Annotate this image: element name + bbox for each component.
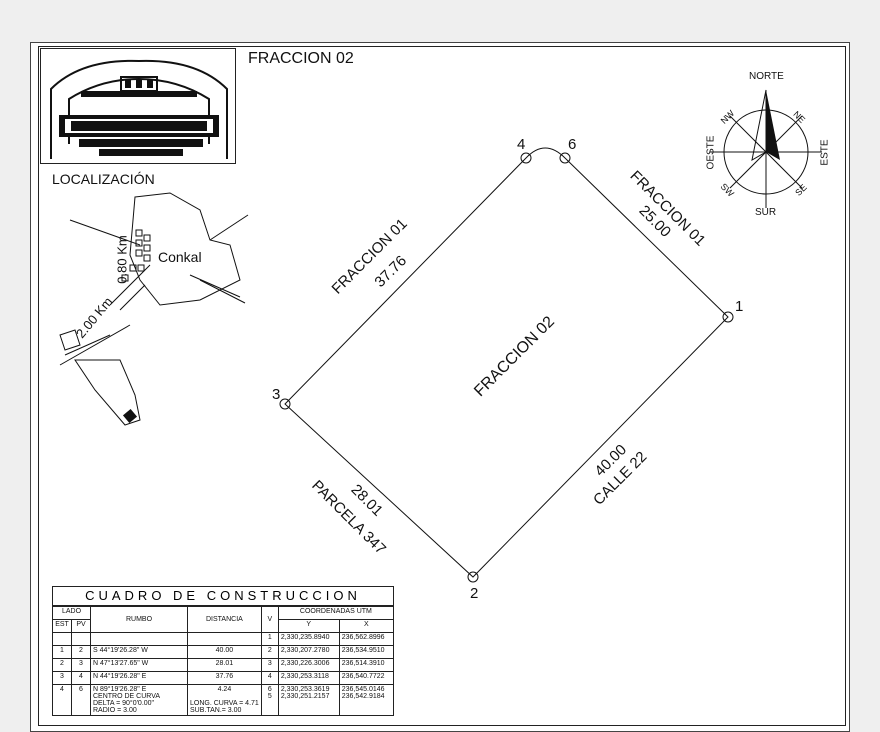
header-x: X	[338, 619, 395, 633]
vertex-6-label: 6	[568, 136, 577, 153]
town-label: Conkal	[158, 249, 202, 265]
table-header-row: LADO RUMBO DISTANCIA V COORDENADAS UTM	[52, 606, 395, 633]
location-map	[59, 192, 249, 426]
compass-north: NORTE	[749, 71, 784, 82]
table-row: 1 2,330,235.8940 236,562.8996	[52, 632, 395, 646]
header-pv: PV	[71, 619, 91, 633]
page-title: FRACCION 02	[248, 50, 354, 67]
vertex-6-marker	[559, 152, 571, 164]
table-row: 2 3 N 47°13'27.65" W 28.01 3 2,330,226.3…	[52, 658, 395, 672]
north-arrow-compass	[710, 89, 822, 208]
construction-table: LADO RUMBO DISTANCIA V COORDENADAS UTM E…	[52, 606, 395, 716]
vertex-3-label: 3	[272, 386, 281, 403]
vertex-4-marker	[520, 152, 532, 164]
vertex-1-label: 1	[735, 298, 744, 315]
logo-box	[40, 48, 236, 164]
vertex-2-label: 2	[470, 585, 479, 602]
header-coordenadas: COORDENADAS UTM	[277, 606, 395, 620]
header-distancia: DISTANCIA	[187, 606, 262, 633]
construction-table-title: CUADRO DE CONSTRUCCION	[52, 586, 394, 606]
compass-south: SUR	[755, 207, 777, 218]
header-lado: LADO	[52, 606, 91, 620]
table-row-curve: 4 6 N 89°19'26.28" E CENTRO DE CURVA DEL…	[52, 684, 395, 716]
municipal-logo	[50, 59, 228, 159]
location-heading: LOCALIZACIÓN	[52, 171, 155, 187]
vertex-2-marker	[467, 571, 479, 583]
vertex-3-marker	[279, 398, 291, 410]
header-est: EST	[52, 619, 72, 633]
header-y: Y	[277, 619, 340, 633]
vertex-1-marker	[722, 311, 734, 323]
header-v: V	[260, 606, 279, 633]
header-rumbo: RUMBO	[90, 606, 188, 633]
vertex-4-label: 4	[517, 136, 526, 153]
table-row: 1 2 S 44°19'26.28" W 40.00 2 2,330,207.2…	[52, 645, 395, 659]
table-row: 3 4 N 44°19'26.28" E 37.76 4 2,330,253.3…	[52, 671, 395, 685]
